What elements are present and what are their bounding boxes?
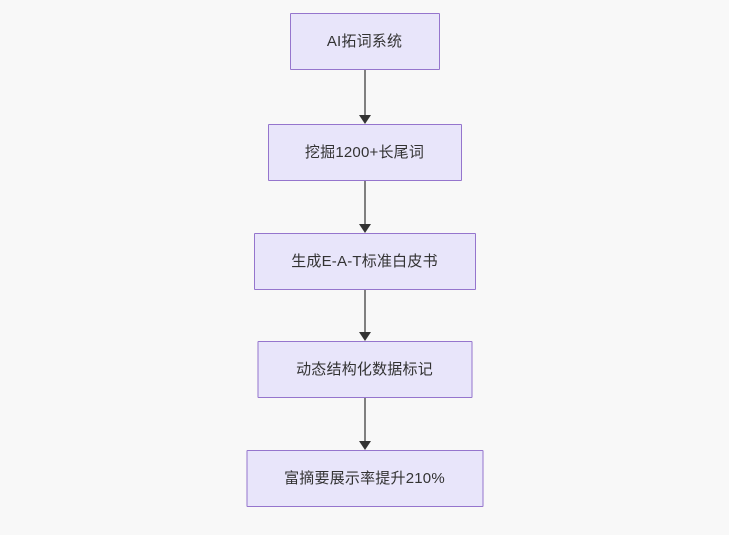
flow-node-3-label: 生成E-A-T标准白皮书: [291, 252, 438, 270]
flow-node-2-label: 挖掘1200+长尾词: [304, 143, 425, 161]
arrowhead-icon: [358, 441, 371, 450]
arrowhead-icon: [358, 115, 371, 124]
flow-node-1-label: AI拓词系统: [326, 32, 403, 50]
flow-edge-4-to-5: [358, 398, 372, 450]
flow-node-2[interactable]: 挖掘1200+长尾词: [267, 124, 462, 181]
arrowhead-icon: [358, 224, 371, 233]
flow-node-3[interactable]: 生成E-A-T标准白皮书: [253, 233, 476, 290]
flow-node-5[interactable]: 富摘要展示率提升210%: [246, 450, 483, 507]
edge-line: [363, 70, 366, 115]
flow-edge-3-to-4: [358, 290, 372, 341]
flow-node-4-label: 动态结构化数据标记: [296, 360, 433, 378]
flow-node-1[interactable]: AI拓词系统: [289, 13, 440, 70]
flow-node-5-label: 富摘要展示率提升210%: [284, 469, 445, 487]
arrowhead-icon: [358, 332, 371, 341]
edge-line: [363, 181, 366, 224]
edge-line: [363, 290, 366, 332]
flow-node-4[interactable]: 动态结构化数据标记: [257, 341, 472, 398]
flow-edge-2-to-3: [358, 181, 372, 233]
flow-edge-1-to-2: [358, 70, 372, 124]
edge-line: [363, 398, 366, 441]
